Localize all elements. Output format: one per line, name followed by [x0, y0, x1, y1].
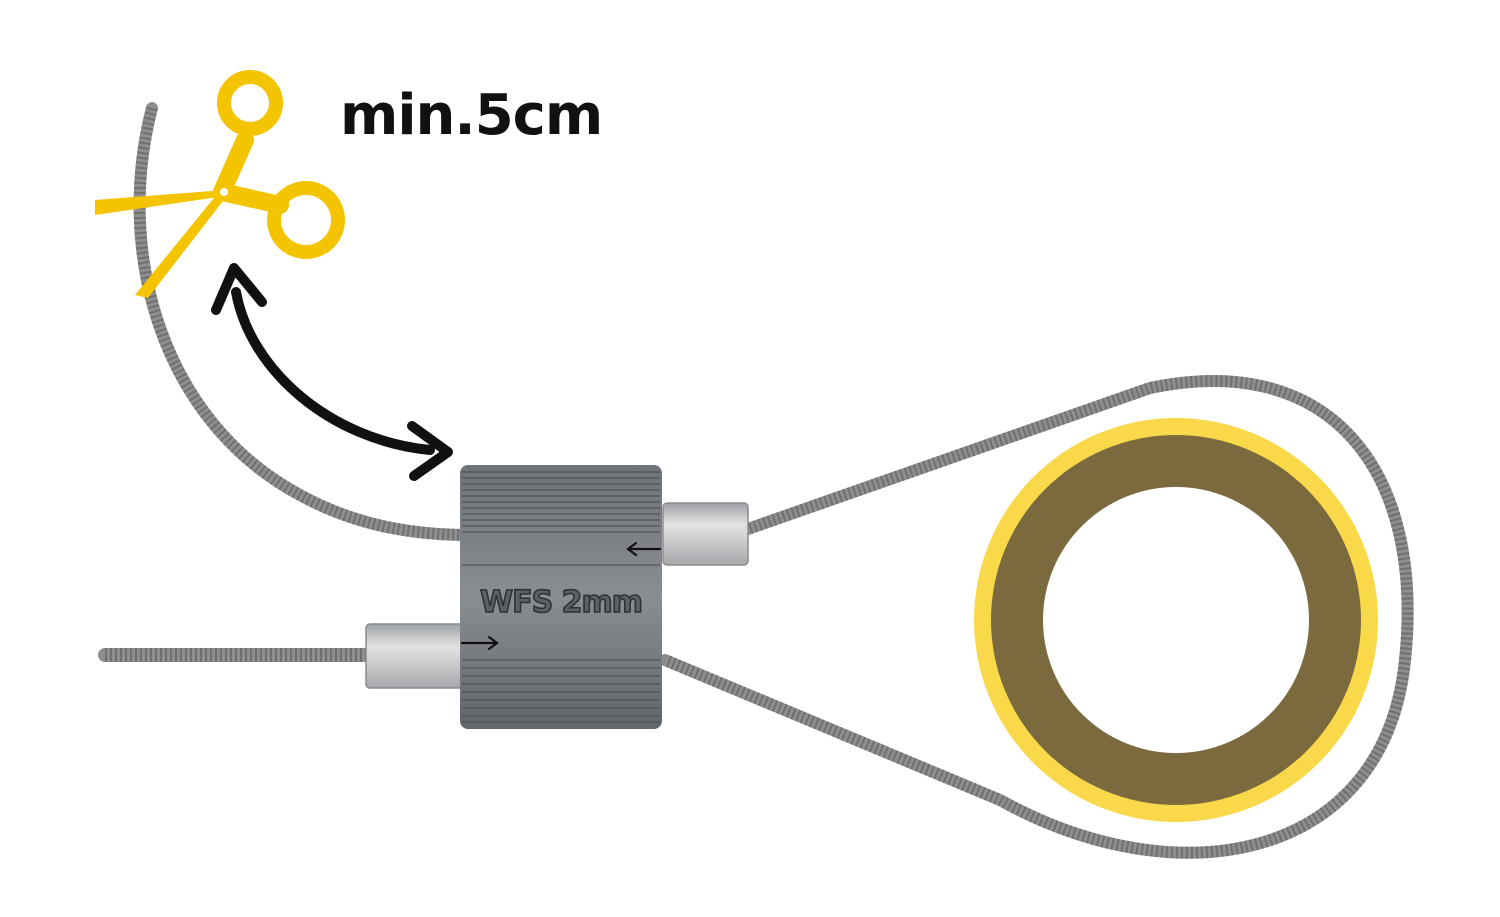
- curved-double-arrow-icon: [211, 263, 453, 481]
- clamp-engraving: WFS 2mm: [480, 585, 642, 620]
- thimble: [974, 418, 1378, 822]
- arrow-right-icon: [460, 635, 499, 651]
- lower-sleeve: [365, 623, 465, 689]
- cable-tail: [133, 102, 476, 541]
- scissors-icon: [95, 70, 345, 298]
- arrow-left-icon: [626, 541, 662, 557]
- upper-sleeve: [662, 502, 749, 566]
- min-length-label: min.5cm: [340, 83, 603, 148]
- cable-loop: [659, 375, 1414, 859]
- wire-clamp: WFS 2mm: [460, 465, 662, 729]
